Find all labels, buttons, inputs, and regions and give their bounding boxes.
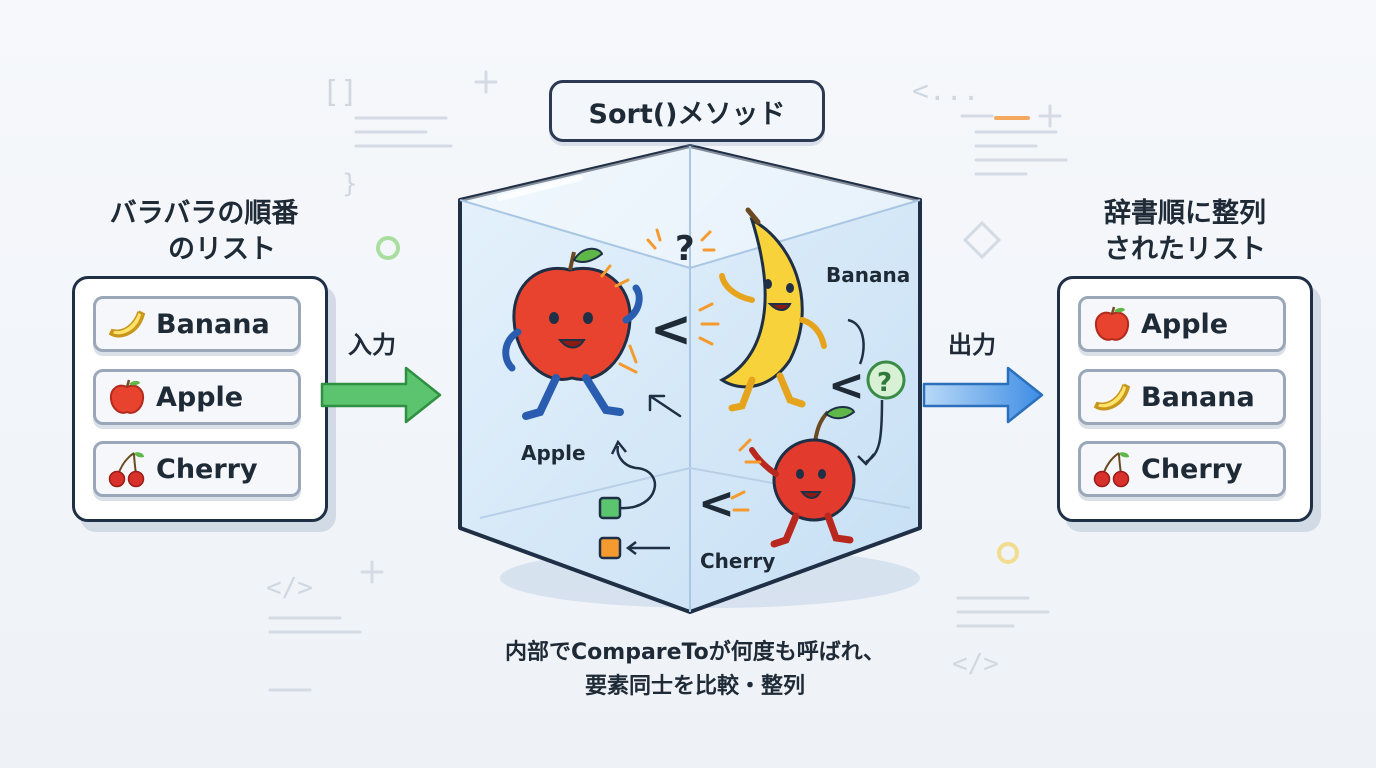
svg-text:</>: </> [952,649,999,679]
apple-character [502,247,643,420]
unsorted-list-heading: バラバラの順番 のリスト [74,196,334,268]
input-arrow [320,366,442,424]
svg-text:<...: <... [912,74,979,107]
unsorted-list-panel: Banana Apple Cherry [72,276,328,522]
sorted-heading-line-1: 辞書順に整列 [1104,198,1266,229]
apple-character-label: Apple [521,441,586,465]
list-item-label: Banana [1141,381,1255,413]
caption-line-1: 内部でCompareToが何度も呼ばれ、 [505,640,885,665]
caption-line-2: 要素同士を比較・整列 [584,674,805,699]
list-item-label: Banana [156,308,270,340]
svg-text:}: } [342,169,358,199]
list-item: Banana [93,296,301,352]
cherry-icon [1093,452,1130,488]
apple-icon [109,379,145,414]
svg-text:<: < [650,300,692,358]
apple-icon [1094,306,1130,341]
svg-text:?: ? [675,229,695,269]
svg-text:<: < [828,360,865,411]
list-item-label: Apple [1141,308,1229,340]
cherry-character [749,406,856,548]
input-label: 入力 [348,331,396,359]
sort-method-title: Sort()メソッド [549,80,825,142]
list-item-label: Cherry [1141,453,1243,485]
sorted-list-heading: 辞書順に整列 されたリスト [1060,196,1310,268]
output-arrow [922,366,1044,424]
list-item: Apple [93,369,301,425]
output-label: 出力 [948,331,996,359]
svg-text:[]: [] [322,75,358,110]
unsorted-heading-line-1: バラバラの順番 [109,198,299,229]
cherry-icon [108,452,145,488]
svg-text:</>: </> [266,573,313,603]
svg-text:?: ? [877,368,892,398]
sorted-list-panel: Apple Banana Cherry [1057,276,1313,522]
list-item: Apple [1078,296,1286,352]
banana-icon [108,310,146,338]
sorted-heading-line-2: されたリスト [1104,234,1266,265]
comparison-scene: ? < < [502,207,906,560]
banana-character [719,207,827,412]
list-item-label: Cherry [156,453,258,485]
banana-character-label: Banana [826,263,911,287]
list-item: Cherry [1078,441,1286,497]
banana-icon [1093,383,1131,411]
unsorted-heading-line-2: のリスト [168,234,276,265]
svg-text:<: < [698,478,735,529]
list-item: Banana [1078,369,1286,425]
list-item: Cherry [93,441,301,497]
list-item-label: Apple [156,381,244,413]
diagram-caption: 内部でCompareToが何度も呼ばれ、 要素同士を比較・整列 [400,636,990,704]
cherry-character-label: Cherry [700,549,776,573]
